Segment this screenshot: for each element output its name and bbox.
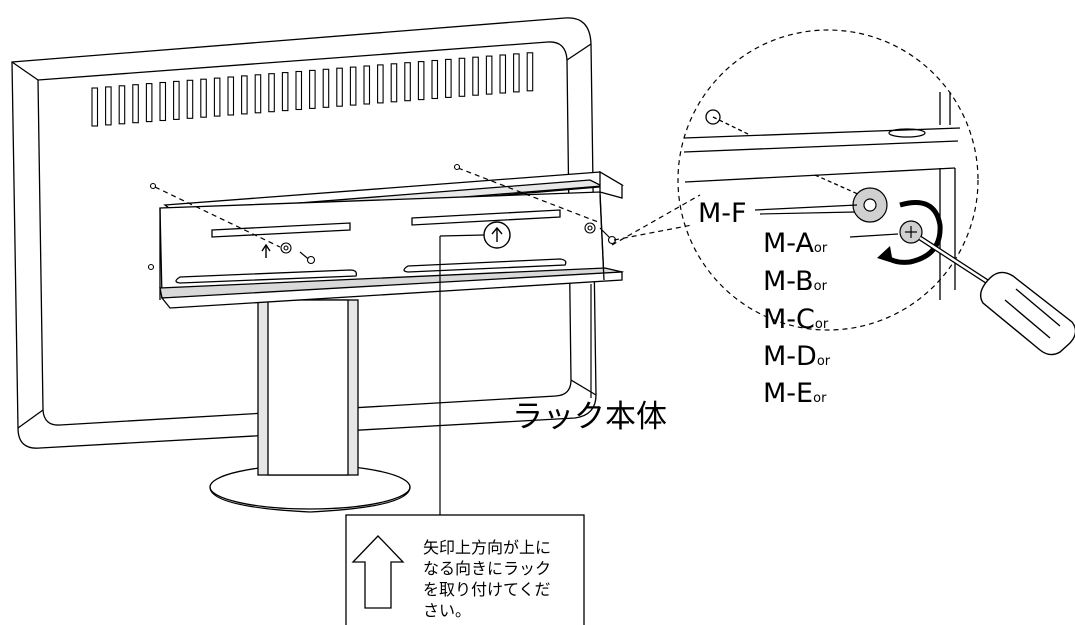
monitor-vent-slots xyxy=(91,52,534,127)
vent-slot xyxy=(417,61,425,101)
vent-slot xyxy=(431,59,439,100)
screw-label-suffix: or xyxy=(817,354,831,369)
note-line: さい。 xyxy=(423,601,471,620)
up-arrow-icon xyxy=(483,221,511,249)
vent-slot xyxy=(91,87,99,127)
label-leaders xyxy=(439,204,899,518)
screw-label-suffix: or xyxy=(814,279,828,294)
vent-slot xyxy=(309,69,316,109)
vent-slot xyxy=(213,77,221,117)
detail-magnifier xyxy=(611,29,979,331)
orientation-note: 矢印上方向が上に なる向きにラック を取り付けてくだ さい。 xyxy=(345,514,585,625)
vent-slot xyxy=(145,83,153,123)
up-arrow-icon xyxy=(351,535,405,609)
vent-slot xyxy=(118,85,126,125)
vent-slot xyxy=(295,70,303,111)
detail-view xyxy=(683,92,961,300)
screwdriver-icon xyxy=(918,235,1075,356)
vent-slot xyxy=(105,86,112,126)
screw-label: M-Eor xyxy=(763,378,827,409)
rack-body xyxy=(159,170,625,309)
vent-slot xyxy=(458,57,466,97)
vent-slot xyxy=(377,64,384,104)
vent-slot xyxy=(472,56,479,96)
vent-slot xyxy=(227,76,235,116)
vent-slot xyxy=(445,58,452,98)
monitor-stand xyxy=(209,299,411,513)
vent-slot xyxy=(322,68,330,108)
screw-label-suffix: or xyxy=(815,317,829,332)
rack-body-label: ラック本体 xyxy=(512,399,667,435)
vent-slot xyxy=(186,79,194,119)
vent-slot xyxy=(363,65,371,105)
screw-icon xyxy=(899,220,923,244)
note-line: なる向きにラック xyxy=(423,559,551,578)
vent-slot xyxy=(173,80,180,120)
vent-slot xyxy=(349,66,357,106)
note-line: 矢印上方向が上に xyxy=(423,538,551,557)
screw-label-suffix: or xyxy=(813,391,827,406)
screw-label: M-Dor xyxy=(763,341,831,372)
screw-label-suffix: or xyxy=(814,241,828,256)
vent-slot xyxy=(268,73,275,113)
up-arrow-icon xyxy=(261,243,271,258)
vent-slot xyxy=(499,54,507,94)
vent-slot xyxy=(485,55,493,95)
vent-slot xyxy=(513,53,520,93)
washer-label: M-F xyxy=(698,198,747,229)
washer-icon xyxy=(852,187,888,223)
vent-slot xyxy=(281,72,289,112)
screw-icon xyxy=(147,163,617,271)
vent-slot xyxy=(241,75,248,115)
vent-slot xyxy=(254,74,262,114)
vent-slot xyxy=(132,84,139,124)
note-line: を取り付けてくだ xyxy=(423,580,551,599)
vent-slot xyxy=(159,81,167,122)
vent-slot xyxy=(526,52,534,92)
vent-slot xyxy=(404,62,411,102)
vent-slot xyxy=(390,63,398,103)
vent-slot xyxy=(336,67,343,107)
vent-slot xyxy=(200,78,207,118)
